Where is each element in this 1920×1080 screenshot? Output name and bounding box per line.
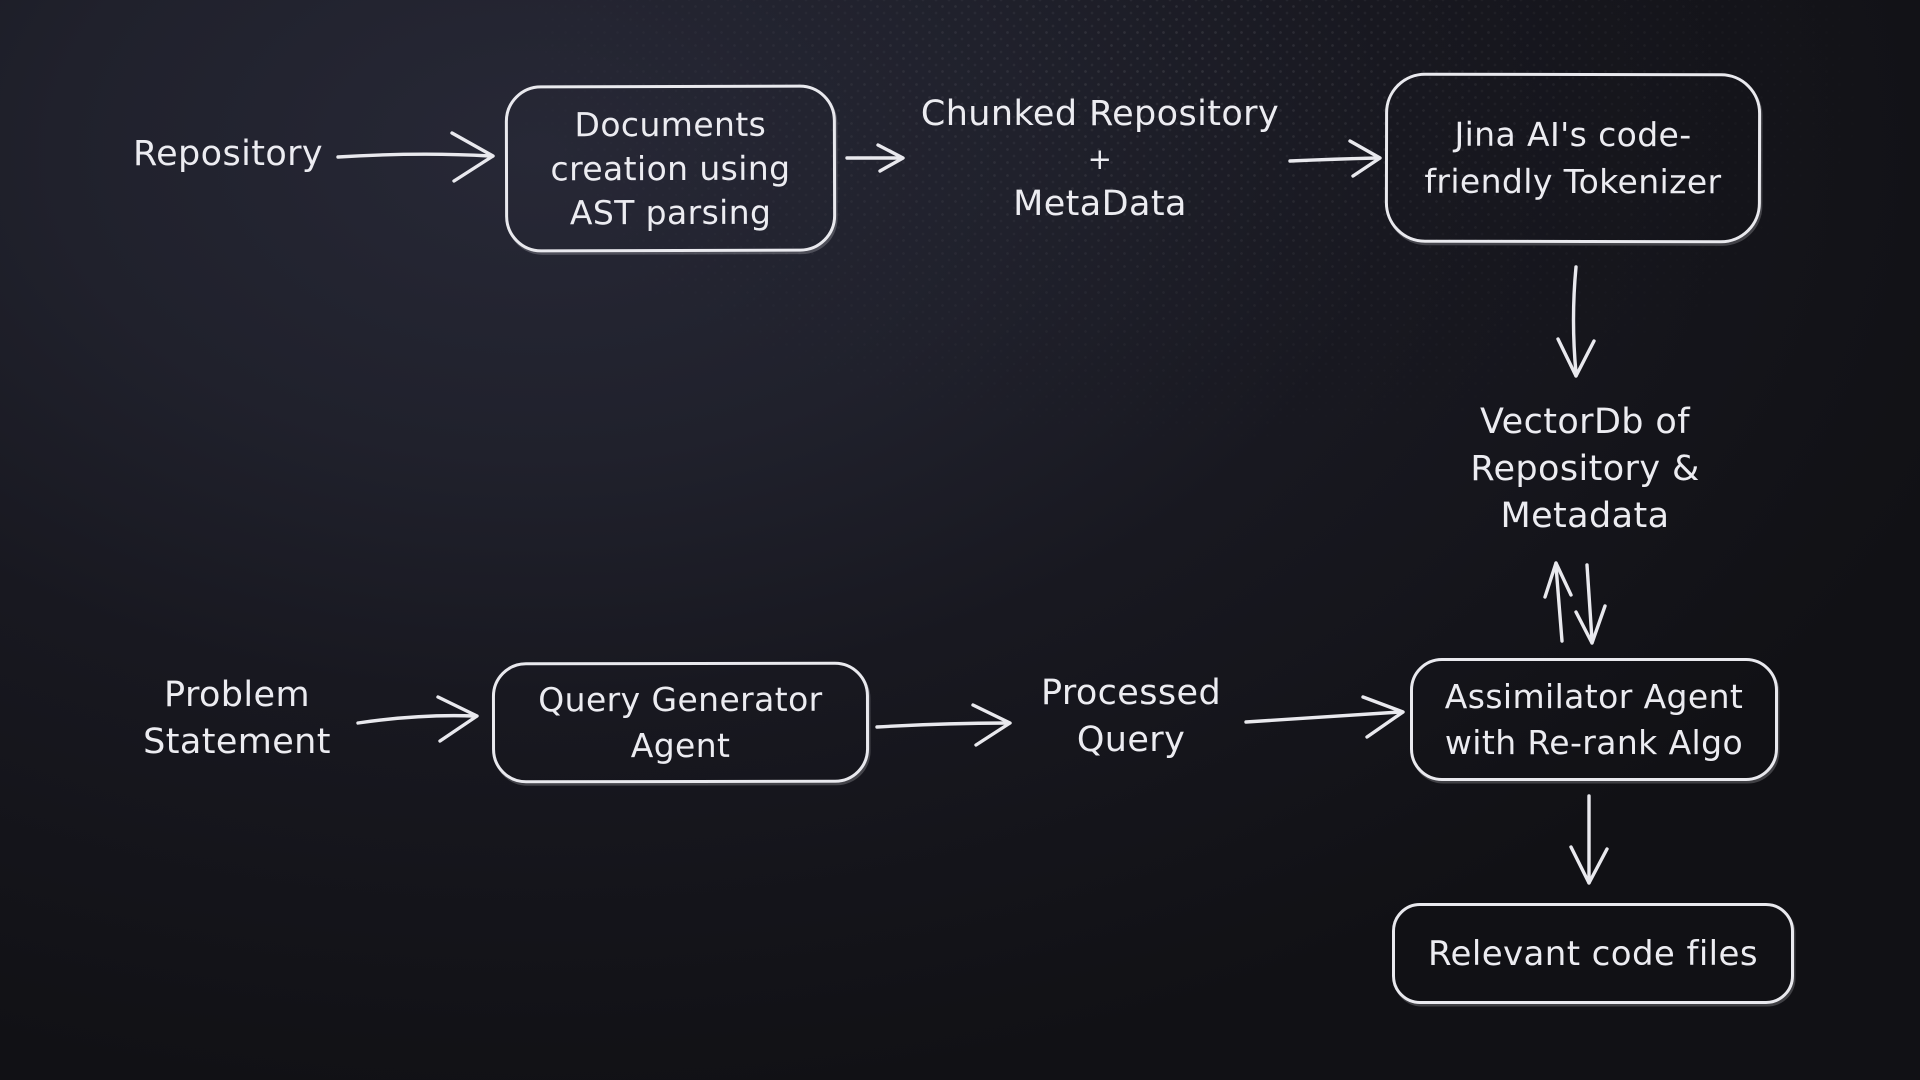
node-problem-statement: Problem Statement: [87, 672, 387, 766]
node-assimilator-line-1: Assimilator Agent: [1444, 676, 1744, 716]
node-repository: Repository: [100, 128, 356, 180]
node-vectordb: VectorDb of Repository & Metadata: [1430, 399, 1740, 540]
node-vectordb-line-2: Repository &: [1470, 449, 1700, 489]
node-querygen-line-2: Agent: [630, 725, 731, 765]
node-query-generator-agent: Query Generator Agent: [491, 661, 870, 784]
node-chunked-repository: Chunked Repository + MetaData: [900, 90, 1300, 229]
node-chunked-line-2: +: [1087, 142, 1113, 176]
node-vectordb-line-3: Metadata: [1500, 496, 1670, 536]
node-problem-line-2: Statement: [143, 722, 331, 762]
arrow-vectordb-assimilator-down: [1574, 563, 1607, 645]
node-repository-label: Repository: [132, 134, 324, 174]
node-processed-query: Processed Query: [1001, 670, 1261, 764]
node-documents-creation-line-1: Documents: [574, 104, 767, 144]
arrow-querygen-to-processed: [875, 703, 1012, 747]
arrow-jina-to-vectordb: [1556, 265, 1596, 378]
arrow-processed-to-assimilator: [1244, 695, 1405, 739]
node-chunked-line-3: MetaData: [1013, 184, 1187, 224]
node-processed-line-1: Processed: [1040, 673, 1222, 713]
node-processed-line-2: Query: [1076, 720, 1186, 760]
node-jina-tokenizer: Jina AI's code- friendly Tokenizer: [1384, 72, 1762, 244]
arrow-repository-to-documents: [336, 131, 495, 183]
node-jina-line-2: friendly Tokenizer: [1424, 161, 1722, 202]
node-jina-line-1: Jina AI's code-: [1454, 114, 1692, 155]
arrow-chunked-to-jina: [1288, 139, 1382, 178]
node-querygen-line-1: Query Generator: [538, 679, 823, 719]
node-documents-creation: Documents creation using AST parsing: [504, 84, 837, 253]
node-vectordb-line-1: VectorDb of: [1480, 402, 1690, 442]
arrow-assimilator-to-relevant: [1569, 794, 1609, 885]
arrow-vectordb-assimilator-up: [1543, 561, 1573, 643]
node-documents-creation-line-3: AST parsing: [569, 192, 772, 232]
node-assimilator-agent: Assimilator Agent with Re-rank Algo: [1410, 658, 1778, 781]
node-relevant-line-1: Relevant code files: [1428, 933, 1758, 974]
arrow-documents-to-chunked: [845, 143, 905, 173]
node-relevant-code-files: Relevant code files: [1392, 903, 1794, 1004]
node-chunked-line-1: Chunked Repository: [920, 94, 1280, 134]
node-problem-line-1: Problem: [164, 675, 310, 715]
node-documents-creation-line-2: creation using: [550, 148, 791, 188]
node-assimilator-line-2: with Re-rank Algo: [1444, 722, 1744, 762]
